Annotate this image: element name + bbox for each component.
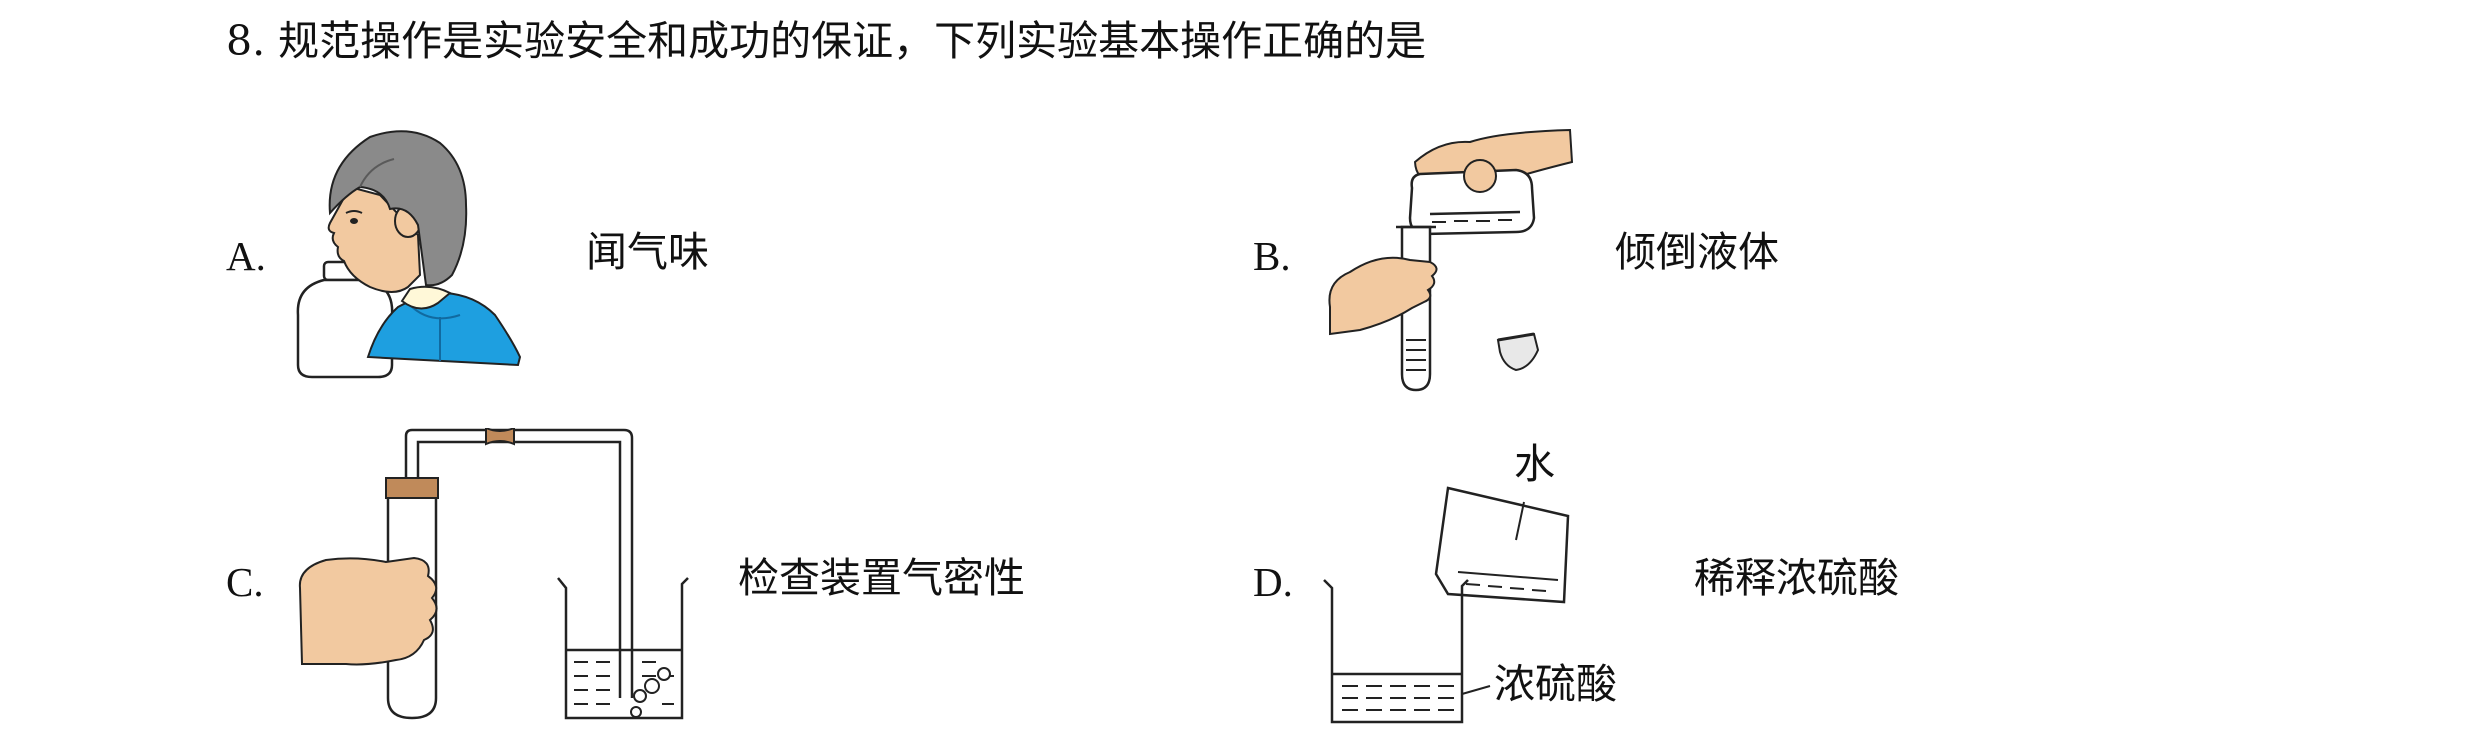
option-d-letter[interactable]: D. — [1253, 559, 1293, 605]
option-c-letter[interactable]: C. — [226, 559, 264, 605]
gas-bubbles — [630, 667, 671, 718]
question-text: 规范操作是实验安全和成功的保证，下列实验基本操作正确的是 — [278, 17, 1427, 65]
rubber-connector — [485, 428, 515, 446]
tilted-bottle — [1408, 168, 1536, 236]
dilute-acid-figure — [1323, 486, 1570, 724]
question-number: 8. — [226, 17, 266, 65]
question-stem: 8. 规范操作是实验安全和成功的保证，下列实验基本操作正确的是 — [226, 21, 1426, 62]
stopper-on-table — [1496, 332, 1540, 372]
test-tube-stopper — [385, 477, 439, 499]
pour-liquid-figure — [1328, 128, 1574, 392]
water-beaker — [557, 577, 689, 720]
option-c-caption: 检查装置气密性 — [738, 554, 1025, 602]
holding-hand — [298, 556, 438, 666]
child-collar — [400, 285, 452, 310]
option-b-letter[interactable]: B. — [1253, 233, 1291, 279]
option-a-caption: 闻气味 — [586, 228, 709, 276]
smell-gas-figure — [296, 130, 522, 379]
delivery-tube — [404, 428, 634, 698]
water-label: 水 — [1514, 440, 1555, 488]
acid-label: 浓硫酸 — [1494, 660, 1617, 708]
lower-hand — [1328, 256, 1438, 336]
acid-beaker — [1323, 579, 1469, 724]
option-b-caption: 倾倒液体 — [1615, 228, 1779, 276]
child-hair — [328, 130, 468, 287]
tilted-water-beaker — [1434, 486, 1570, 604]
option-a-letter[interactable]: A. — [226, 233, 266, 279]
option-d-caption: 稀释浓硫酸 — [1694, 554, 1899, 602]
airtightness-check-figure — [298, 428, 689, 720]
